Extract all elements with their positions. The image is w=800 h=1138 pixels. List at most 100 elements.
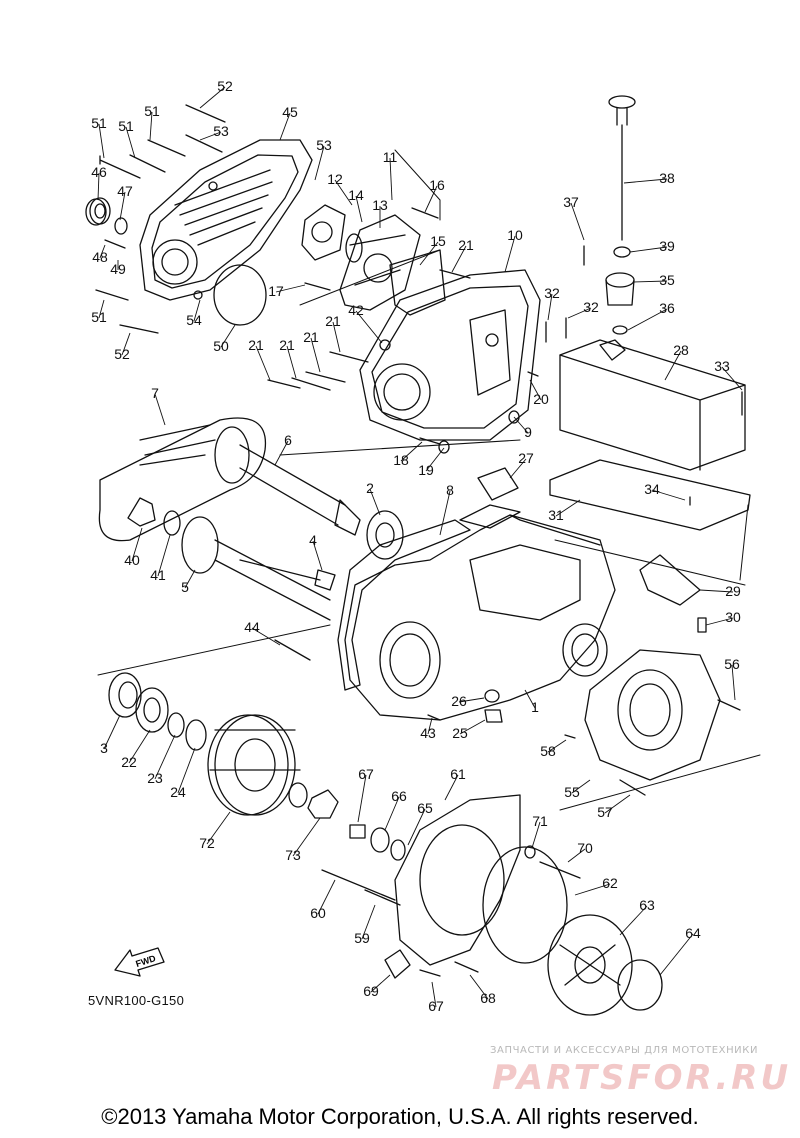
leader-line	[571, 779, 591, 794]
leader-line	[154, 393, 166, 426]
part-callout: 53	[316, 137, 332, 153]
washer-73	[288, 782, 308, 808]
leader-line	[509, 458, 527, 479]
leader-line	[98, 123, 105, 159]
part-callout: 25	[452, 725, 468, 741]
leader-line	[312, 540, 323, 571]
washer-41	[163, 510, 181, 536]
bolts-67	[419, 961, 479, 977]
washer-9	[508, 410, 520, 424]
leader-line	[121, 332, 131, 356]
leader-line	[458, 697, 485, 703]
leader-line	[97, 172, 100, 201]
nut-72	[307, 789, 339, 819]
bolt-56	[619, 779, 646, 796]
leader-line	[699, 589, 734, 593]
leader-line	[567, 307, 592, 319]
part-callout: 21	[303, 329, 319, 345]
part-callout: 27	[518, 450, 534, 466]
leader-line	[531, 821, 541, 849]
leader-line	[251, 627, 281, 646]
part-callout: 47	[117, 183, 133, 199]
leader-line	[355, 195, 363, 223]
cover-bolts	[95, 104, 226, 334]
leader-line	[664, 350, 682, 381]
pump-plate-assembly	[301, 204, 446, 316]
leader-line	[199, 131, 222, 141]
leader-line	[255, 345, 271, 381]
part-callout: 1	[531, 699, 539, 715]
bracket-29	[639, 554, 701, 606]
leader-line	[623, 178, 668, 184]
collar-24	[185, 719, 207, 751]
leader-line	[431, 981, 437, 1008]
part-callout: 32	[583, 299, 599, 315]
watermark-logo: PARTSFOR.RU	[492, 1058, 792, 1098]
group-lines	[97, 149, 761, 811]
leader-line	[555, 499, 581, 517]
gasket-8	[337, 519, 471, 691]
part-callout: 21	[248, 337, 264, 353]
leader-line	[570, 202, 585, 241]
leader-line	[119, 191, 126, 221]
bolt-66	[349, 824, 366, 839]
leader-line	[149, 111, 153, 141]
part-callout: 18	[393, 452, 409, 468]
part-callout: 38	[659, 170, 675, 186]
collar-64	[390, 839, 406, 861]
part-callout: 64	[685, 925, 701, 941]
leader-line	[384, 796, 400, 831]
leader-line	[154, 734, 176, 780]
part-callout: 16	[429, 177, 445, 193]
leader-line	[314, 145, 325, 181]
dowel-20	[527, 371, 539, 377]
bolt-30	[697, 617, 707, 633]
leader-line	[627, 308, 668, 331]
leader-line	[193, 299, 201, 322]
leader-line	[427, 717, 433, 735]
leader-line	[206, 811, 231, 845]
shaft-58	[364, 889, 401, 906]
leader-line	[547, 293, 553, 321]
bearing-2	[366, 510, 404, 560]
o-ring-50	[213, 264, 267, 326]
part-callout: 55	[564, 784, 580, 800]
leader-line	[459, 719, 486, 735]
oil-seal-46	[85, 197, 111, 226]
rotor-62	[547, 914, 633, 1016]
leader-line	[629, 246, 668, 253]
bearing-housing-54	[584, 649, 721, 781]
leader-line	[292, 817, 321, 857]
leader-line	[317, 879, 336, 915]
bolt-18	[419, 437, 441, 445]
part-callout: 51	[118, 118, 134, 134]
clip-68	[384, 949, 411, 979]
part-callout: 62	[602, 875, 618, 891]
washer-26	[484, 689, 500, 703]
bearing-22	[135, 687, 169, 733]
part-callout: 51	[144, 103, 160, 119]
part-callout: 56	[724, 656, 740, 672]
leader-line	[355, 310, 383, 344]
leader-line	[513, 416, 529, 434]
leader-line	[157, 534, 171, 577]
o-ring-47	[114, 217, 128, 235]
spacer-23	[167, 712, 185, 738]
part-callout: 13	[372, 197, 388, 213]
leader-line	[547, 739, 567, 753]
fwd-label: FWD	[134, 953, 157, 969]
leader-line	[705, 617, 734, 626]
rear-cover-45	[139, 139, 313, 301]
leader-line	[357, 774, 367, 823]
part-callout: 8	[446, 482, 454, 498]
part-callout: 6	[284, 432, 292, 448]
drive-pulley-71	[207, 714, 301, 816]
part-callout: 71	[532, 813, 548, 829]
part-callout: 36	[659, 300, 675, 316]
seal-65	[370, 827, 390, 853]
watermark-tagline: ЗАПЧАСТИ И АКСЕССУАРЫ ДЛЯ МОТОТЕХНИКИ	[490, 1045, 759, 1056]
leader-line	[524, 689, 536, 709]
part-callout: 12	[327, 171, 343, 187]
fwd-arrow-icon	[114, 947, 165, 977]
